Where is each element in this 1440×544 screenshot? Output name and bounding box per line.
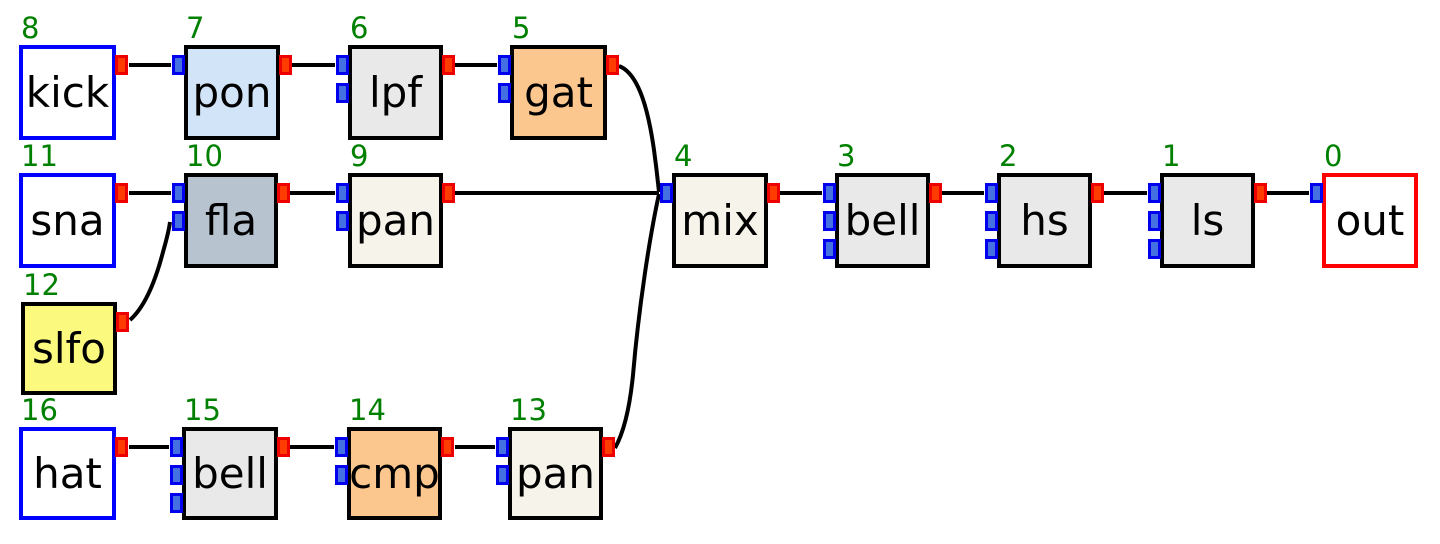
output-port[interactable] [441,437,454,457]
input-port[interactable] [336,55,349,75]
input-port[interactable] [823,239,836,259]
node-label: fla [204,195,258,245]
node-slfo[interactable]: 12 slfo [21,271,129,395]
node-label: ls [1190,195,1225,245]
node-label: slfo [31,323,107,373]
node-id-label: 15 [184,393,221,427]
node-sna[interactable]: 11 sna [19,142,128,268]
input-port[interactable] [985,239,998,259]
node-id-label: 3 [837,139,856,173]
node-id-label: 5 [512,11,531,45]
node-label: gat [524,67,593,117]
node-label: lpf [368,67,423,117]
node-label: bell [192,448,268,498]
node-pan-13[interactable]: 13 pan [496,396,615,520]
node-id-label: 9 [350,139,369,173]
input-port[interactable] [336,83,349,103]
input-port[interactable] [1148,239,1161,259]
node-label: cmp [349,448,440,498]
node-label: bell [844,195,921,245]
input-port[interactable] [1148,183,1161,203]
node-label: mix [681,195,759,245]
node-out[interactable]: 0 out [1310,142,1418,268]
node-label: pon [192,67,272,117]
input-port[interactable] [336,211,349,231]
output-port[interactable] [442,55,455,75]
output-port[interactable] [277,437,290,457]
output-port[interactable] [1254,183,1267,203]
input-port[interactable] [823,211,836,231]
input-port[interactable] [985,183,998,203]
output-port[interactable] [115,55,128,75]
node-bell-15[interactable]: 15 bell [170,396,290,520]
node-fla[interactable]: 10 fla [172,142,290,268]
node-id-label: 0 [1324,139,1343,173]
output-port[interactable] [116,312,129,332]
output-port[interactable] [929,183,942,203]
node-kick[interactable]: 8 kick [19,14,128,140]
node-label: pan [515,448,596,498]
input-port[interactable] [336,183,349,203]
input-port[interactable] [335,465,348,485]
input-port[interactable] [172,211,185,231]
node-lpf[interactable]: 6 lpf [336,14,455,140]
node-id-label: 1 [1162,139,1181,173]
node-cmp[interactable]: 14 cmp [335,396,454,520]
output-port[interactable] [606,55,619,75]
input-port[interactable] [170,493,183,513]
node-pan-9[interactable]: 9 pan [336,142,455,268]
output-port[interactable] [767,183,780,203]
node-id-label: 7 [186,11,205,45]
node-id-label: 4 [674,139,693,173]
output-port[interactable] [602,437,615,457]
node-id-label: 6 [350,11,369,45]
node-mix[interactable]: 4 mix [660,142,780,268]
input-port[interactable] [172,183,185,203]
node-ls[interactable]: 1 ls [1148,142,1267,268]
wire-pan13-mix [613,193,661,449]
output-port[interactable] [279,55,292,75]
node-id-label: 16 [21,393,58,427]
input-port[interactable] [170,437,183,457]
input-port[interactable] [170,465,183,485]
output-port[interactable] [277,183,290,203]
input-port[interactable] [496,465,509,485]
input-port[interactable] [985,211,998,231]
input-port[interactable] [335,437,348,457]
node-id-label: 11 [21,139,58,173]
node-pon[interactable]: 7 pon [172,14,292,140]
input-port[interactable] [823,183,836,203]
wire-gat-mix [618,64,661,193]
node-id-label: 2 [999,139,1018,173]
input-port[interactable] [1148,211,1161,231]
output-port[interactable] [1091,183,1104,203]
input-port[interactable] [496,437,509,457]
output-port[interactable] [115,183,128,203]
node-id-label: 12 [23,268,60,302]
node-id-label: 10 [186,139,223,173]
input-port[interactable] [498,83,511,103]
node-bell-3[interactable]: 3 bell [823,142,942,268]
node-label: hat [33,448,102,498]
node-label: kick [25,67,110,117]
output-port[interactable] [115,437,128,457]
output-port[interactable] [442,183,455,203]
node-id-label: 14 [349,393,386,427]
node-label: hs [1020,195,1069,245]
wire-slfo-fla [128,221,172,322]
node-hs[interactable]: 2 hs [985,142,1104,268]
node-label: out [1335,195,1405,245]
node-id-label: 13 [510,393,547,427]
node-id-label: 8 [21,11,40,45]
input-port[interactable] [660,183,673,203]
input-port[interactable] [172,55,185,75]
node-gat[interactable]: 5 gat [498,14,619,140]
node-label: pan [355,195,436,245]
node-hat[interactable]: 16 hat [19,396,128,520]
node-label: sna [30,195,105,245]
input-port[interactable] [498,55,511,75]
input-port[interactable] [1310,183,1323,203]
